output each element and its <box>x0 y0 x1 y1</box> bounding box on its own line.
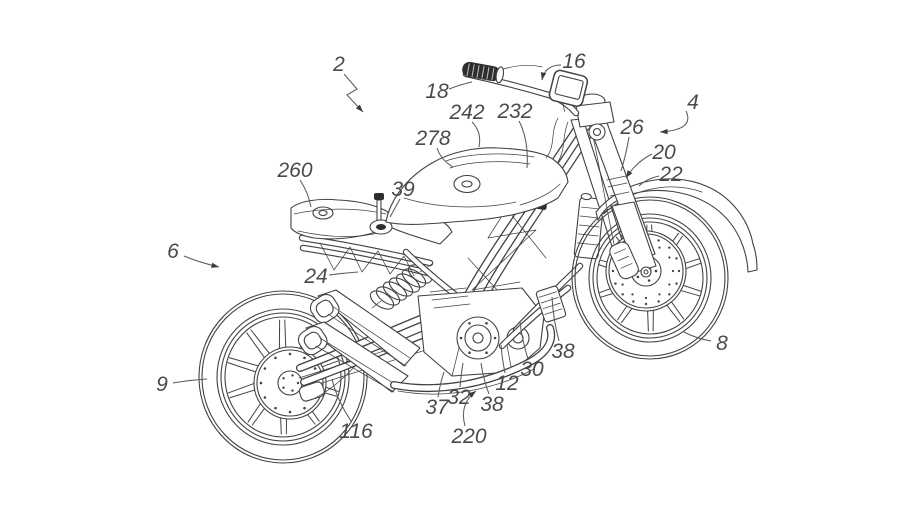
ref-label-220-23: 220 <box>450 425 486 448</box>
leader-arrowhead-16-1 <box>540 72 547 80</box>
leader-line-2-0 <box>343 73 364 113</box>
leader-line-8-14 <box>683 331 712 342</box>
leader-line-37-17 <box>437 371 445 398</box>
leader-line-18-2 <box>448 81 473 90</box>
linkage-rod <box>369 193 393 235</box>
engine <box>417 287 545 377</box>
exhaust-mufflers <box>297 289 421 393</box>
leader-line-9-15 <box>172 378 208 384</box>
finned-cooler <box>535 285 567 323</box>
ref-label-12-20: 12 <box>495 372 519 395</box>
ref-label-260-7: 260 <box>276 159 312 182</box>
rear-subframe <box>302 238 430 277</box>
leader-line-232-4 <box>518 120 528 169</box>
ref-label-4-10: 4 <box>687 91 699 114</box>
ref-label-39-6: 39 <box>391 178 415 201</box>
leader-line-242-3 <box>471 121 481 148</box>
leader-line-32-18 <box>459 362 464 388</box>
leader-line-12-20 <box>500 344 506 374</box>
front-brake-caliper <box>609 241 639 280</box>
ref-label-18-2: 18 <box>425 80 449 103</box>
instrument-display <box>548 69 589 112</box>
leader-arrowhead-4-10 <box>660 128 668 135</box>
ref-label-232-4: 232 <box>496 100 532 123</box>
headstock <box>545 93 615 163</box>
ref-label-116-16: 116 <box>339 420 373 443</box>
leader-arrowhead-220-23 <box>468 391 476 398</box>
ref-label-38-19: 38 <box>480 393 504 416</box>
shock-absorber <box>369 263 433 310</box>
leader-arrowhead-6-8 <box>211 262 219 268</box>
ref-label-6-8: 6 <box>167 240 179 263</box>
leader-line-24-9 <box>328 271 359 276</box>
ref-label-278-5: 278 <box>414 127 450 150</box>
motorcycle-art <box>198 61 758 464</box>
ref-label-24-9: 24 <box>303 265 327 288</box>
leader-line-278-5 <box>436 147 454 168</box>
leader-line-116-16 <box>331 378 352 422</box>
front-axle <box>640 266 652 278</box>
leader-arrowhead-20-12 <box>626 170 633 178</box>
fuel-cap <box>453 174 481 194</box>
leader-line-4-10 <box>659 110 689 133</box>
leader-arrowhead-2-0 <box>355 104 363 112</box>
ref-label-37-17: 37 <box>425 396 450 419</box>
ref-label-242-3: 242 <box>448 101 484 124</box>
ref-label-2-0: 2 <box>332 53 345 76</box>
leader-line-22-13 <box>638 175 660 187</box>
ref-label-20-12: 20 <box>651 141 676 164</box>
ref-label-32-18: 32 <box>447 386 471 409</box>
leader-line-26-11 <box>620 136 630 172</box>
leader-line-260-7 <box>299 179 312 208</box>
leader-line-38-22 <box>551 296 560 342</box>
leader-line-38-19 <box>480 362 490 395</box>
leader-line-39-6 <box>389 198 401 218</box>
brake-lever <box>499 64 543 71</box>
ref-label-16-1: 16 <box>562 50 586 73</box>
handlebar <box>462 61 576 113</box>
ref-label-8-14: 8 <box>716 332 728 355</box>
ref-label-30-21: 30 <box>520 358 544 381</box>
exhaust-collector <box>394 328 551 395</box>
leader-line-30-21 <box>519 321 529 360</box>
crankcase-cover <box>456 316 500 360</box>
brake-hose <box>591 131 615 245</box>
ref-label-22-13: 22 <box>658 163 683 186</box>
fuel-tank <box>385 147 569 225</box>
tail-filler-cap <box>312 206 334 220</box>
handlebar-grip <box>462 61 505 84</box>
ref-label-38-22: 38 <box>551 340 575 363</box>
ref-label-26-11: 26 <box>619 116 644 139</box>
ref-label-9-15: 9 <box>156 373 168 396</box>
